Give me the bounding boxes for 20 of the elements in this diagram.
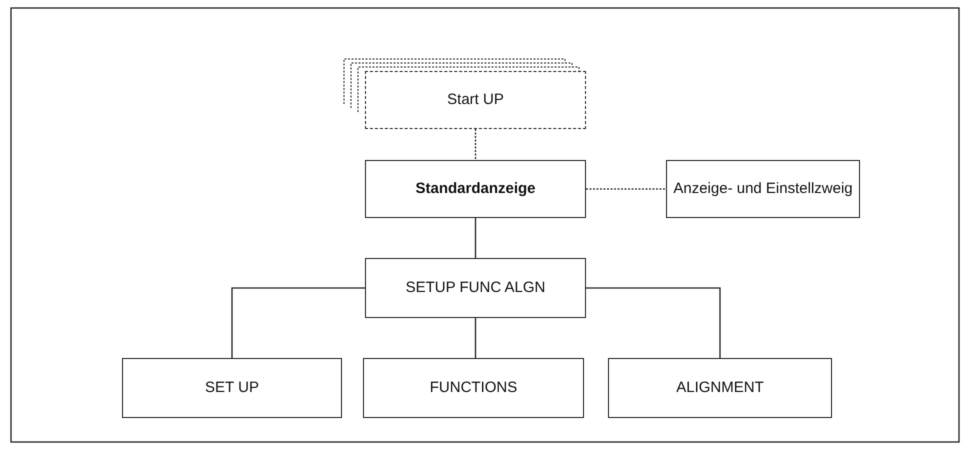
process-box	[365, 160, 586, 218]
process-box	[608, 358, 832, 418]
start-box	[365, 71, 586, 129]
box-label: SETUP FUNC ALGN	[406, 279, 546, 297]
box-label: Start UP	[447, 91, 504, 109]
connector-line	[474, 318, 476, 358]
connector-line	[586, 287, 721, 358]
connector-line	[586, 188, 666, 190]
process-box	[666, 160, 860, 218]
box-label: Anzeige- und Einstellzweig	[673, 180, 853, 198]
box-label: ALIGNMENT	[676, 379, 764, 397]
process-box	[365, 258, 586, 318]
box-label: SET UP	[205, 379, 259, 397]
connector-line	[474, 218, 476, 258]
process-box	[122, 358, 342, 418]
box-label: Standardanzeige	[415, 180, 536, 198]
process-box	[363, 358, 584, 418]
connector-line	[474, 129, 476, 160]
connector-line	[231, 287, 365, 358]
box-label: FUNCTIONS	[430, 379, 518, 397]
